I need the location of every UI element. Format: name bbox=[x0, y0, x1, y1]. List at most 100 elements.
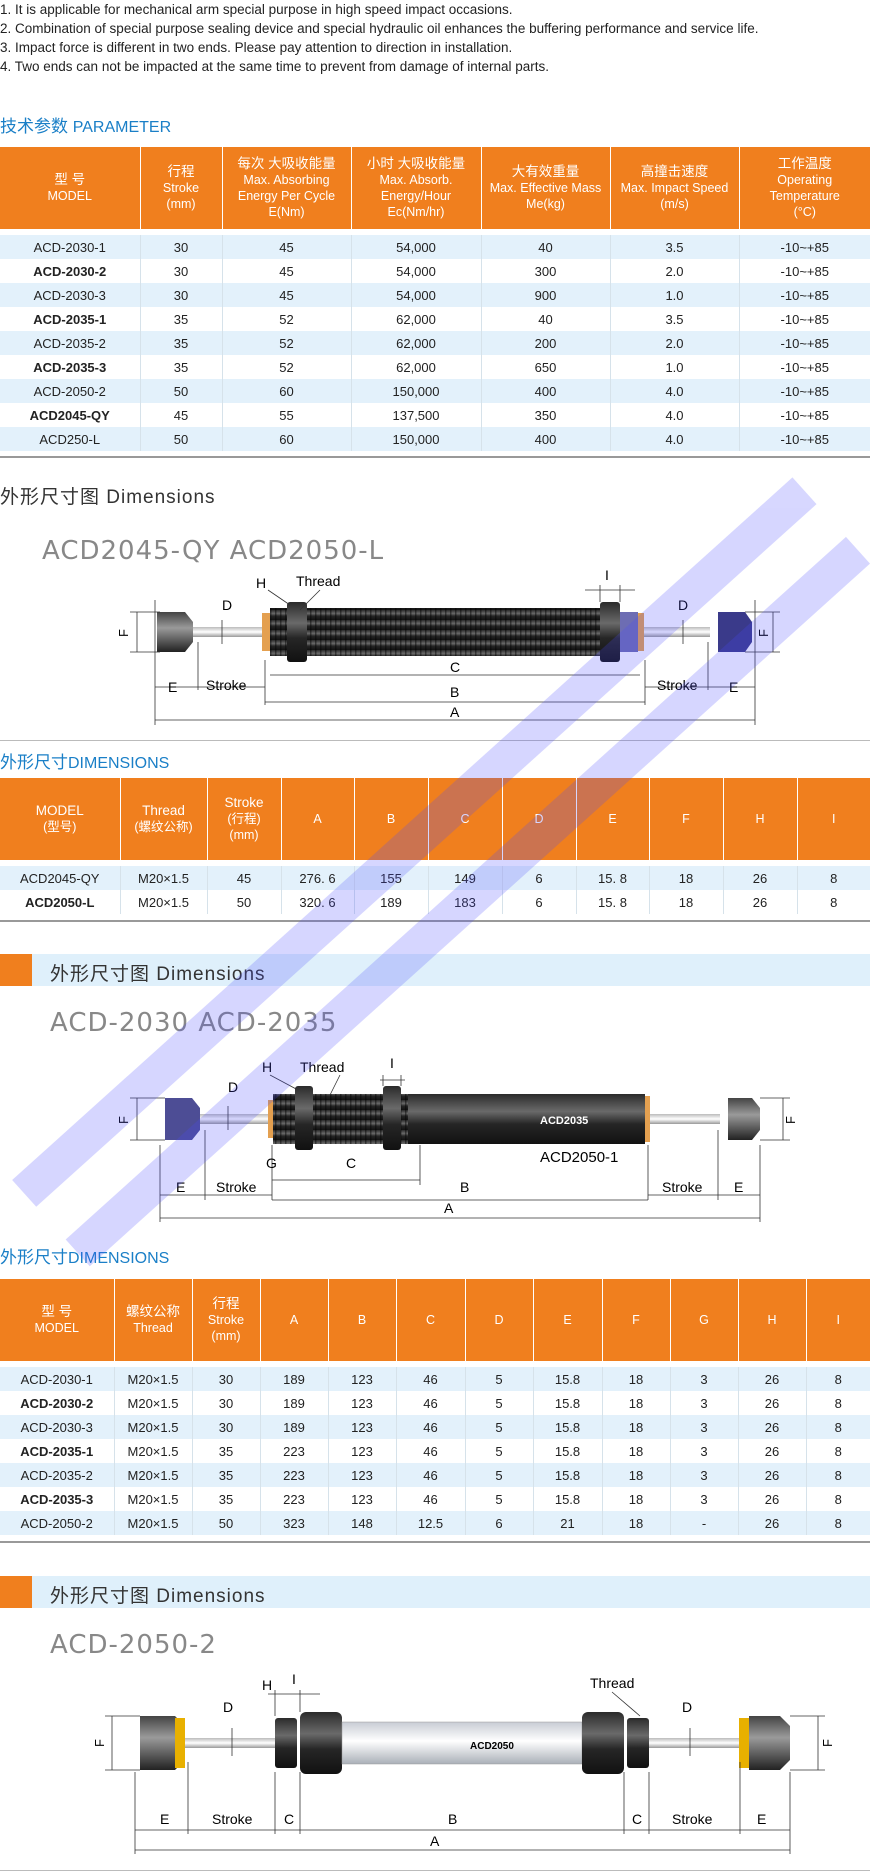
table1-header-text: Thread bbox=[142, 803, 185, 818]
table2-header-text: 型 号 bbox=[41, 1304, 73, 1319]
table-cell: -10~+85 bbox=[739, 355, 870, 379]
table2-header-text: E bbox=[563, 1313, 572, 1327]
table-cell: ACD-2030-1 bbox=[0, 235, 141, 259]
label-f-right: F bbox=[783, 1116, 798, 1124]
parameter-header-text: Me(kg) bbox=[526, 197, 565, 211]
table-cell: 5 bbox=[465, 1391, 534, 1415]
table-cell: 50 bbox=[207, 890, 282, 914]
table-cell: 223 bbox=[260, 1487, 329, 1511]
table-cell: 26 bbox=[738, 1415, 807, 1439]
table-cell: 18 bbox=[602, 1367, 671, 1391]
table2-header-text: G bbox=[699, 1313, 709, 1327]
table-cell: 8 bbox=[806, 1487, 870, 1511]
table-cell: ACD-2050-2 bbox=[0, 379, 141, 403]
label-c-left: C bbox=[284, 1811, 294, 1827]
table-cell: 148 bbox=[328, 1511, 397, 1535]
table2-header-text: I bbox=[836, 1313, 840, 1327]
table-cell: 62,000 bbox=[351, 355, 482, 379]
table-cell: 52 bbox=[222, 331, 352, 355]
table-cell: 45 bbox=[140, 403, 223, 427]
table-cell: 123 bbox=[328, 1439, 397, 1463]
parameter-header-text: (°C) bbox=[793, 205, 816, 219]
table-cell: M20×1.5 bbox=[114, 1415, 193, 1439]
note-2: 2. Combination of special purpose sealin… bbox=[0, 21, 759, 36]
table2-header-text: Stroke bbox=[207, 1313, 245, 1327]
table2-header-text: Thread bbox=[133, 1321, 173, 1335]
table1-header-5: C bbox=[428, 778, 503, 860]
table-cell: ACD-2035-3 bbox=[0, 355, 141, 379]
nut-right bbox=[627, 1718, 649, 1768]
table1-header-7: E bbox=[576, 778, 650, 860]
table-cell: 12.5 bbox=[396, 1511, 466, 1535]
note-4: 4. Two ends can not be impacted at the s… bbox=[0, 59, 550, 74]
table-cell: M20×1.5 bbox=[114, 1487, 193, 1511]
parameter-header-text: 每次 大吸收能量 bbox=[237, 156, 336, 171]
table-cell: ACD2045-QY bbox=[0, 866, 121, 890]
table-cell: 62,000 bbox=[351, 331, 482, 355]
table-cell: M20×1.5 bbox=[120, 890, 208, 914]
table-cell: -10~+85 bbox=[739, 307, 870, 331]
table-cell: 8 bbox=[806, 1415, 870, 1439]
table-cell: 6 bbox=[502, 866, 577, 890]
table-cell: 35 bbox=[140, 355, 223, 379]
table-cell: 223 bbox=[260, 1463, 329, 1487]
left-rod bbox=[193, 627, 263, 637]
table-cell: 35 bbox=[192, 1487, 261, 1511]
table-cell: ACD-2035-1 bbox=[0, 307, 141, 331]
table-cell: 300 bbox=[481, 259, 611, 283]
table-cell: 323 bbox=[260, 1511, 329, 1535]
label-stroke-left: Stroke bbox=[216, 1179, 257, 1195]
nut-h bbox=[287, 602, 307, 662]
label-e-left: E bbox=[168, 679, 177, 695]
table-cell: 400 bbox=[481, 427, 611, 451]
table-cell: ACD2050-L bbox=[0, 890, 121, 914]
table-cell: 3 bbox=[670, 1487, 739, 1511]
table-cell: 30 bbox=[140, 283, 223, 307]
right-cap-icon bbox=[728, 1098, 760, 1140]
table1-header-1: Thread (螺纹公称) bbox=[120, 778, 208, 860]
table-cell: ACD-2030-3 bbox=[0, 283, 141, 307]
label-i: I bbox=[292, 1672, 296, 1687]
parameter-header-text: Max. Impact Speed bbox=[620, 181, 729, 195]
table-cell: 3 bbox=[670, 1391, 739, 1415]
table1-header-text: (螺纹公称) bbox=[134, 820, 193, 834]
table-cell: 60 bbox=[222, 427, 352, 451]
table1-header-text: Stroke bbox=[224, 795, 264, 810]
label-thread: Thread bbox=[296, 573, 340, 589]
label-b: B bbox=[460, 1179, 469, 1195]
table-cell: 189 bbox=[260, 1415, 329, 1439]
table-cell: 137,500 bbox=[351, 403, 482, 427]
table-cell: 21 bbox=[533, 1511, 603, 1535]
label-d: D bbox=[228, 1079, 238, 1095]
table-cell: 5 bbox=[465, 1487, 534, 1511]
dim3-title: 外形尺寸图 Dimensions bbox=[50, 1586, 266, 1607]
table-cell: -10~+85 bbox=[739, 403, 870, 427]
table-cell: 149 bbox=[428, 866, 503, 890]
table2-header-9: G bbox=[670, 1279, 739, 1361]
table-cell: 6 bbox=[465, 1511, 534, 1535]
table-cell: 35 bbox=[140, 331, 223, 355]
dim2-marker bbox=[0, 954, 32, 986]
divider-1 bbox=[0, 740, 870, 741]
label-stroke-left: Stroke bbox=[212, 1811, 253, 1827]
table-cell: 46 bbox=[396, 1391, 466, 1415]
label-e-right: E bbox=[757, 1811, 766, 1827]
table-cell: 650 bbox=[481, 355, 611, 379]
label-i: I bbox=[605, 567, 609, 583]
dim3-models: ACD-2050-2 bbox=[50, 1630, 217, 1660]
table-cell: 3.5 bbox=[610, 235, 740, 259]
